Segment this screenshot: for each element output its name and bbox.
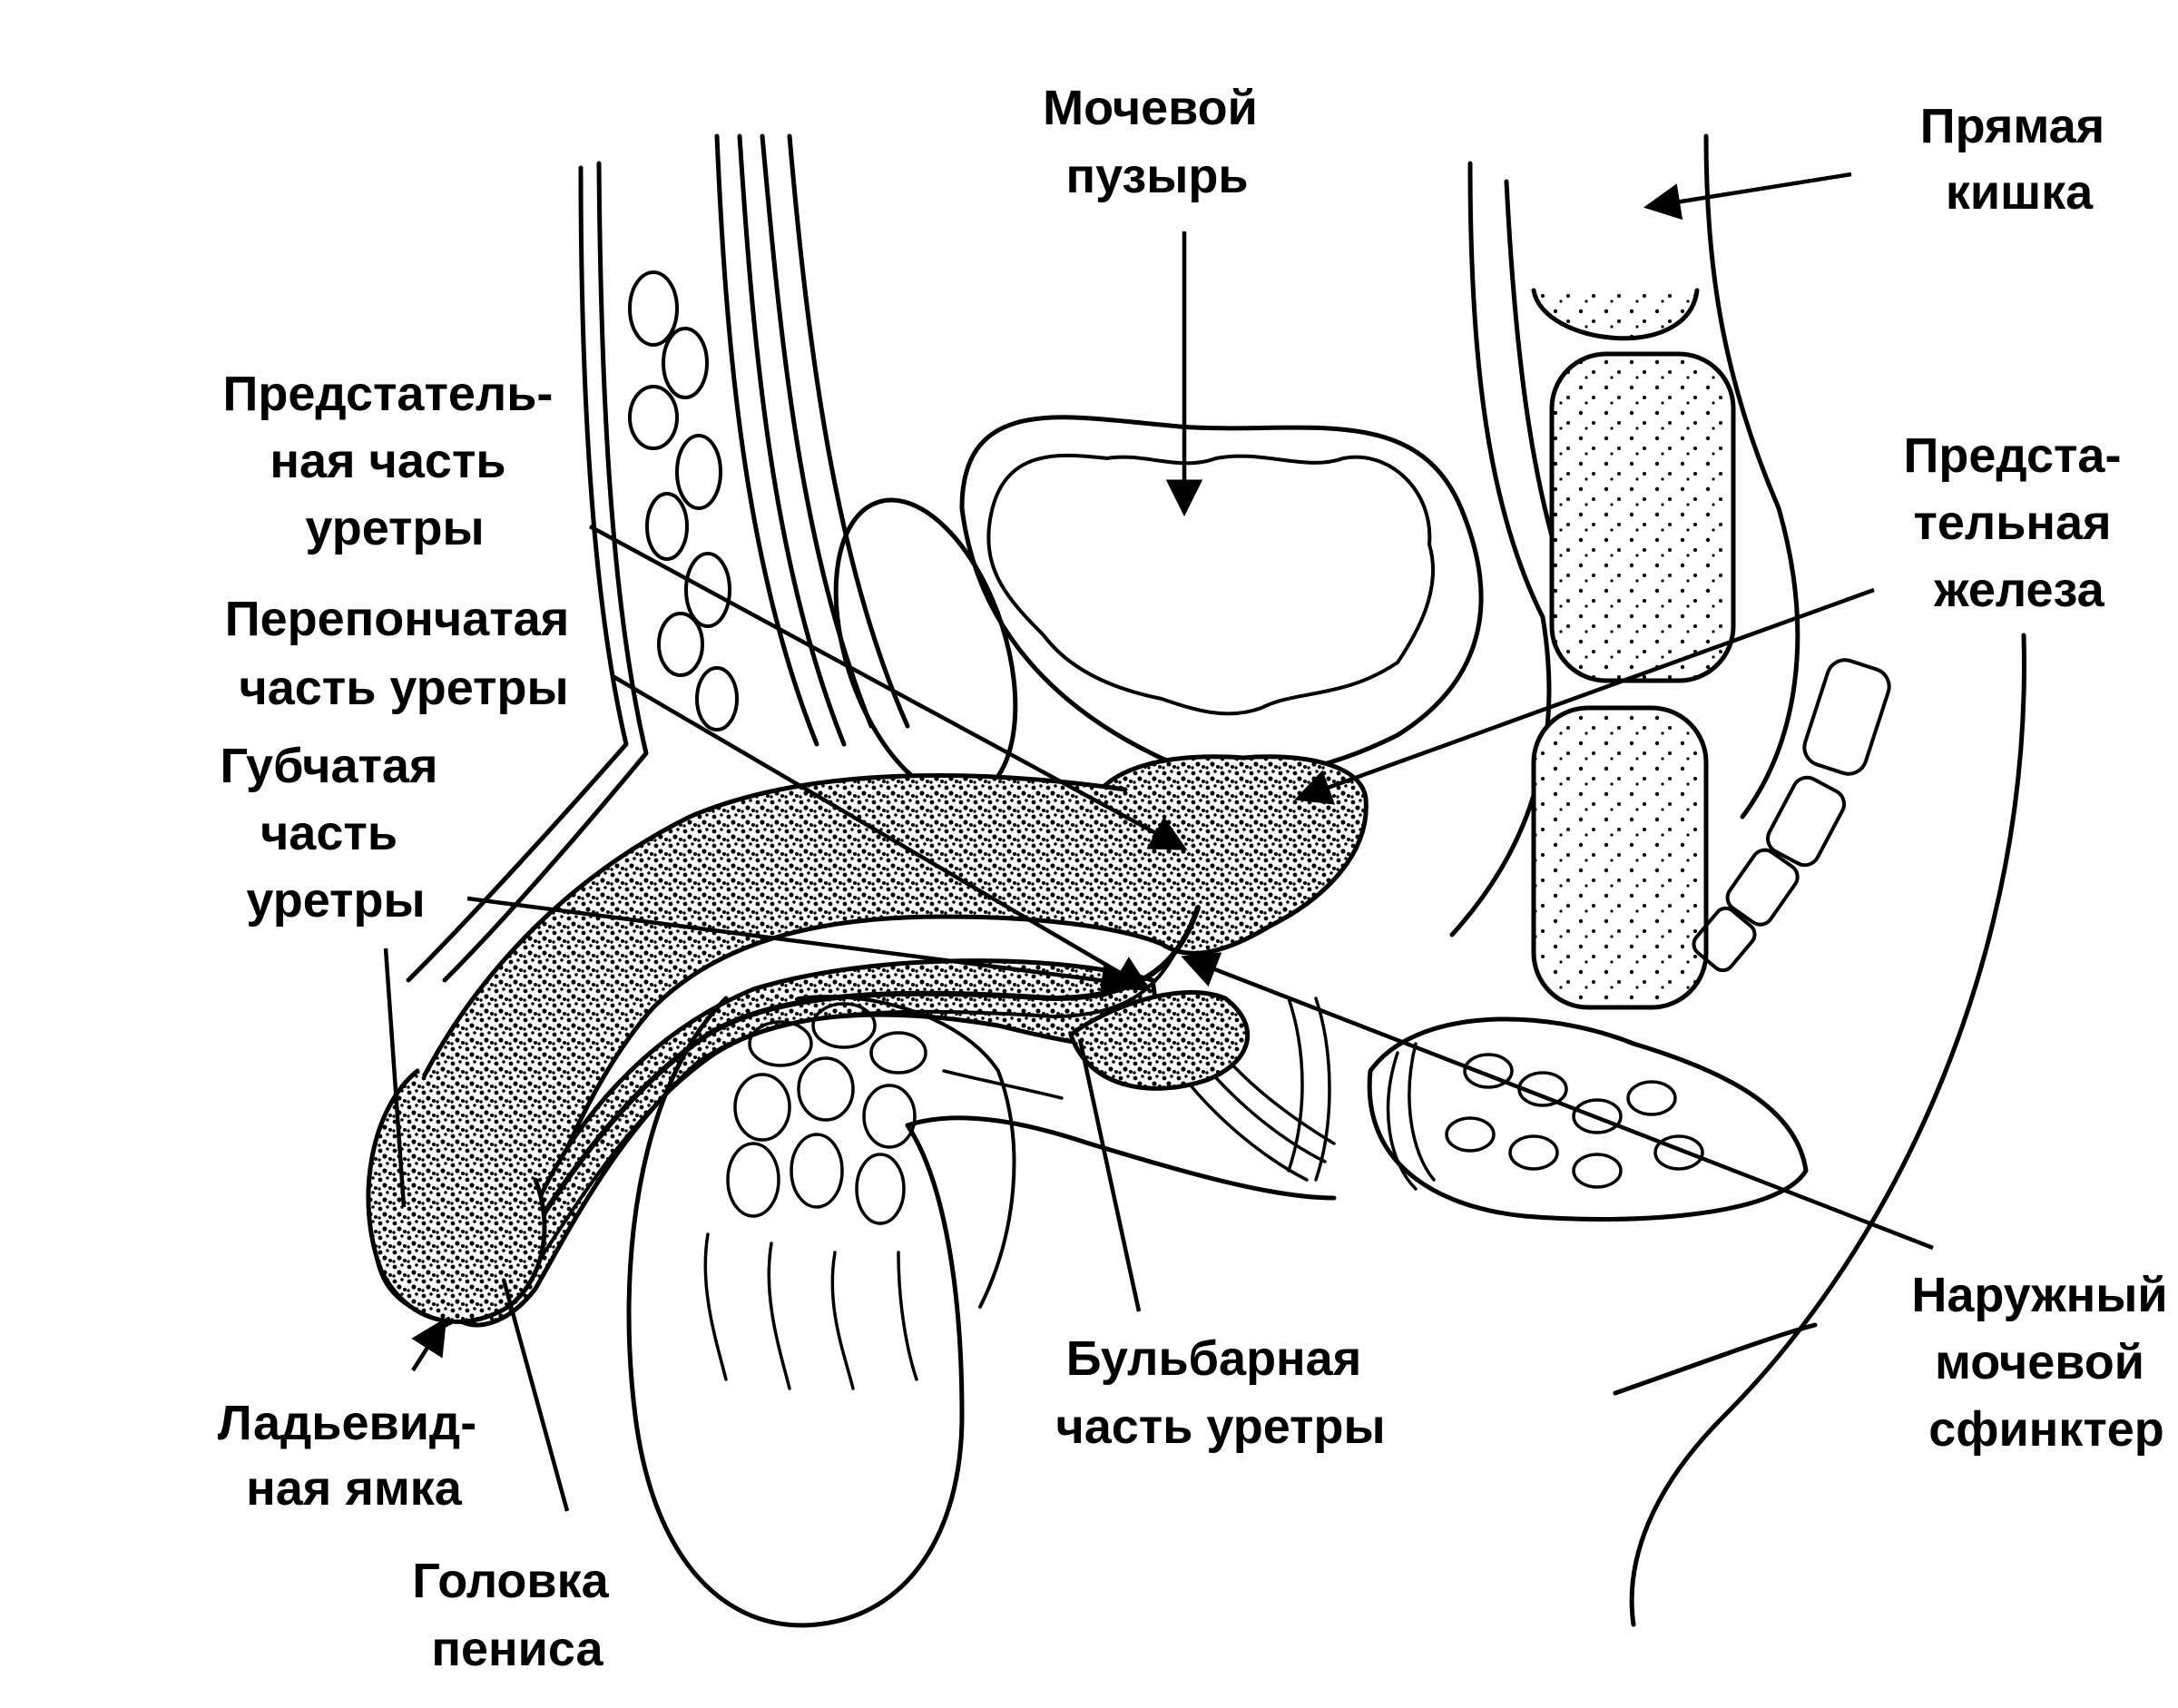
anatomy-illustration — [366, 133, 2026, 1628]
pubic-bone — [833, 497, 1018, 800]
leader-spongy-urethra — [466, 896, 1139, 999]
label-bulbar-urethra: Бульбарная часть уретры — [1055, 1331, 1385, 1454]
label-prostate: Предста- тельная железа — [1904, 428, 2135, 617]
label-navicular-fossa: Ладьевид- ная ямка — [218, 1396, 490, 1516]
buttock-outline — [1629, 633, 2026, 1627]
label-bladder: Мочевой пузырь — [1043, 81, 1271, 203]
leader-spongy-urethra-2 — [383, 947, 407, 1208]
label-membranous-urethra: Перепончатая часть уретры — [225, 592, 583, 715]
leader-external-sphincter — [1181, 952, 1934, 1251]
anal-sphincter — [1367, 1016, 1809, 1222]
fat-lobules — [628, 270, 739, 731]
rectum — [1449, 133, 1800, 1010]
leader-rectum — [1643, 172, 1852, 221]
leader-bulbar-urethra — [1077, 1038, 1142, 1312]
leader-prostatic-urethra — [588, 525, 1188, 850]
scrotum — [626, 995, 1337, 1628]
coccyx — [1692, 658, 1891, 973]
rectal-fold-2 — [1531, 705, 1709, 1010]
rectal-fold-1 — [1549, 351, 1736, 683]
abdominal-wall — [406, 133, 910, 983]
leader-navicular-fossa — [411, 1317, 447, 1372]
penile-bulb — [1068, 990, 1251, 1091]
label-external-sphincter: Наружный мочевой сфинктер — [1911, 1268, 2178, 1457]
leader-glans — [501, 1279, 570, 1512]
label-prostatic-urethra: Предстатель- ная часть уретры — [223, 367, 567, 555]
leader-prostate — [1294, 587, 1875, 805]
glans-penis — [366, 1068, 547, 1324]
label-glans: Головка пениса — [412, 1554, 622, 1676]
label-spongy-urethra: Губчатая часть уретры — [221, 739, 452, 928]
leader-membranous-urethra — [611, 674, 1152, 992]
label-rectum: Прямая кишка — [1920, 99, 2118, 220]
leader-lines — [383, 172, 1934, 1512]
